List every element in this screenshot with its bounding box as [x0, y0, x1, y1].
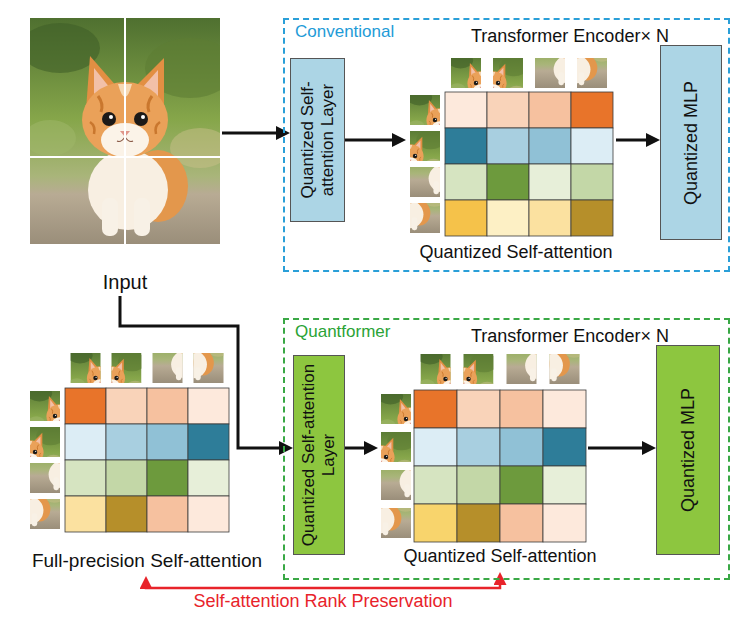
matrix-cell	[500, 466, 543, 504]
matrix-cell	[106, 424, 147, 460]
matrix-cell	[457, 466, 500, 504]
matrix-cell	[529, 128, 571, 164]
matrix-cell	[147, 460, 188, 496]
flow-arrow	[588, 447, 652, 450]
rank-preservation-arrow	[146, 576, 500, 588]
flow-arrow	[345, 447, 374, 450]
patch-thumbnail	[460, 56, 528, 122]
matrix-cell	[529, 164, 571, 200]
attention-layer-box: Quantized Self-attention Layer	[290, 58, 345, 222]
matrix-drawing	[378, 350, 588, 572]
matrix-cell	[106, 460, 147, 496]
patch-thumbnail	[78, 350, 146, 417]
matrix-cell	[188, 496, 229, 532]
box-label: Quantized MLP	[678, 348, 699, 552]
matrix-cell	[487, 200, 529, 236]
matrix-cell	[571, 128, 613, 164]
attention-matrix: Quantized Self-attention	[378, 350, 588, 572]
block-title: Quantformer	[295, 322, 390, 342]
matrix-cell	[147, 424, 188, 460]
flow-arrow	[616, 139, 656, 142]
matrix-cell	[571, 200, 613, 236]
box-label: Quantized Self-attention Layer	[298, 61, 337, 219]
box-label: Quantized Self-attention Layer	[299, 358, 338, 552]
matrix-cell	[445, 128, 487, 164]
matrix-cell	[445, 164, 487, 200]
matrix-drawing	[406, 56, 616, 266]
matrix-cell	[529, 92, 571, 128]
patch-thumbnail	[156, 350, 230, 383]
patch-thumbnail	[378, 460, 418, 538]
matrix-cell	[500, 390, 543, 428]
matrix-cell	[529, 200, 571, 236]
input-image: Input	[28, 16, 222, 296]
attention-matrix: Full-precision Self-attention	[26, 350, 232, 576]
matrix-cell	[414, 466, 457, 504]
matrix-cell	[106, 388, 147, 424]
matrix-label: Full-precision Self-attention	[32, 550, 262, 572]
matrix-cell	[188, 424, 229, 460]
patch-thumbnail	[406, 155, 447, 233]
matrix-cell	[65, 460, 106, 496]
block-subtitle: Transformer Encoder× N	[471, 326, 669, 347]
patch-thumbnail	[378, 422, 450, 500]
matrix-cell	[543, 390, 586, 428]
patch-grid-line	[30, 156, 220, 158]
matrix-cell	[487, 164, 529, 200]
input-photo	[20, 18, 235, 244]
matrix-cell	[543, 466, 586, 504]
image-caption: Input	[28, 271, 222, 294]
patch-grid-line	[124, 18, 126, 244]
matrix-cell	[500, 504, 543, 542]
patch-thumbnail	[26, 451, 67, 529]
matrix-drawing	[26, 350, 232, 576]
matrix-cell	[147, 496, 188, 532]
matrix-label: Quantized Self-attention	[403, 546, 596, 567]
mlp-box: Quantized MLP	[656, 345, 720, 555]
matrix-cell	[457, 428, 500, 466]
matrix-label: Quantized Self-attention	[419, 242, 612, 263]
matrix-cell	[487, 92, 529, 128]
attention-matrix: Quantized Self-attention	[406, 56, 616, 266]
matrix-cell	[445, 92, 487, 128]
block-subtitle: Transformer Encoder× N	[471, 26, 669, 47]
patch-thumbnail	[406, 119, 479, 197]
mlp-box: Quantized MLP	[660, 45, 722, 240]
matrix-cell	[571, 164, 613, 200]
matrix-cell	[147, 388, 188, 424]
matrix-cell	[571, 92, 613, 128]
matrix-cell	[543, 428, 586, 466]
encoder-block: Quantized Self-attention LayerQuantized …	[283, 318, 730, 580]
matrix-cell	[457, 390, 500, 428]
matrix-cell	[500, 428, 543, 466]
encoder-block: Quantized Self-attention LayerQuantized …	[283, 18, 730, 272]
matrix-cell	[65, 388, 106, 424]
matrix-cell	[487, 128, 529, 164]
matrix-cell	[188, 460, 229, 496]
patch-thumbnail	[26, 415, 99, 493]
matrix-cell	[414, 504, 457, 542]
patch-thumbnail	[539, 56, 613, 88]
box-label: Quantized MLP	[681, 48, 702, 237]
matrix-cell	[188, 388, 229, 424]
matrix-cell	[457, 504, 500, 542]
matrix-cell	[65, 496, 106, 532]
matrix-cell	[445, 200, 487, 236]
flow-arrow	[222, 132, 286, 135]
patch-thumbnail	[430, 350, 498, 418]
matrix-cell	[414, 428, 457, 466]
flow-arrow	[345, 139, 402, 142]
block-title: Conventional	[295, 22, 394, 42]
edge-label: Self-attention Rank Preservation	[190, 591, 455, 612]
patch-thumbnail	[512, 350, 586, 384]
matrix-cell	[106, 496, 147, 532]
matrix-cell	[65, 424, 106, 460]
matrix-cell	[414, 390, 457, 428]
matrix-cell	[543, 504, 586, 542]
attention-layer-box: Quantized Self-attention Layer	[293, 355, 345, 555]
